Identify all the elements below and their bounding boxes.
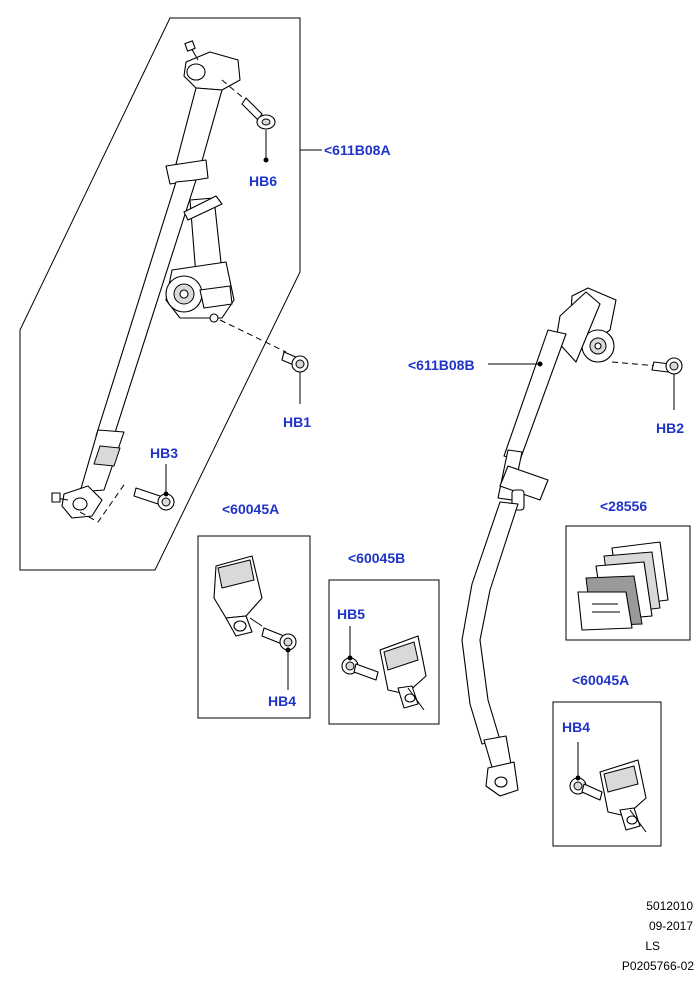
bolt-hb4-right [569,777,603,801]
front-belt-assembly [19,17,322,571]
callout-hb2[interactable]: HB2 [656,420,684,436]
bolt-hb2 [651,357,683,375]
footer-code: 5012010 [646,899,693,913]
callout-hb5[interactable]: HB5 [337,606,365,622]
callout-60045a-left[interactable]: <60045A [222,501,279,517]
rear-belt-assembly [461,287,683,797]
bolt-hb1 [281,351,309,373]
label-kit-28556 [565,525,691,641]
callout-hb1[interactable]: HB1 [283,414,311,430]
callout-60045b[interactable]: <60045B [348,550,405,566]
footer-illustration-id: P0205766-02 [622,959,694,973]
callout-hb6[interactable]: HB6 [249,173,277,189]
callout-60045a-right[interactable]: <60045A [572,672,629,688]
callout-hb3[interactable]: HB3 [150,445,178,461]
buckle-60045b [328,579,440,725]
footer-region: LS [645,939,660,953]
bolt-hb3 [133,487,175,511]
callout-28556[interactable]: <28556 [600,498,647,514]
callout-hb4-left[interactable]: HB4 [268,693,296,709]
callout-hb4-right[interactable]: HB4 [562,719,590,735]
callout-611b08b[interactable]: <611B08B [408,357,475,373]
bolt-hb4-left [261,627,297,651]
footer-date: 09-2017 [649,919,693,933]
bolt-hb5 [341,657,379,681]
callout-611b08a[interactable]: <611B08A [324,142,391,158]
buckle-60045a-left [197,535,311,719]
buckle-60045a-right [552,701,662,847]
bolt-hb6 [241,97,276,130]
